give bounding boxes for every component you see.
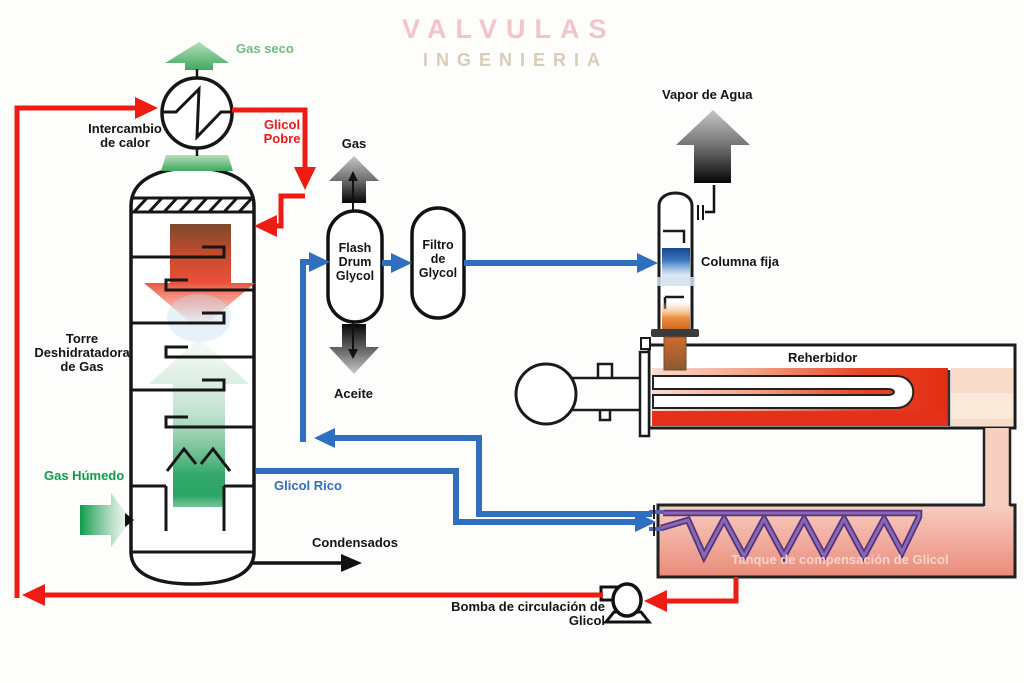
tank-shell bbox=[656, 503, 1017, 579]
gas-to-tower-arrow bbox=[161, 155, 233, 171]
pipe-tank-to-pump bbox=[644, 577, 739, 612]
glycol-down-arrow bbox=[144, 224, 255, 330]
label-intercambio: Intercambio de calor bbox=[88, 121, 162, 150]
label-torre: Torre Deshidratadora de Gas bbox=[34, 331, 130, 374]
label-gas-humedo: Gas Húmedo bbox=[44, 468, 125, 483]
label-gas-seco: Gas seco bbox=[236, 41, 294, 56]
burner-head bbox=[514, 362, 578, 426]
surge-tank bbox=[649, 428, 1017, 579]
reboiler bbox=[514, 110, 1017, 438]
exchanger-zigzag bbox=[162, 85, 232, 141]
label-tanque: Tanque de compensación de Glicol bbox=[731, 552, 949, 567]
label-aceite: Aceite bbox=[334, 386, 374, 401]
demister-band bbox=[131, 196, 254, 214]
reboiler-flange bbox=[638, 350, 651, 438]
label-condensados: Condensados bbox=[312, 535, 398, 550]
circulation-pump bbox=[599, 582, 653, 624]
firetube-bundle bbox=[652, 375, 915, 409]
vapor-nozzle-flange bbox=[697, 205, 704, 220]
vapor-line bbox=[705, 185, 716, 214]
pipe-left-riser bbox=[14, 97, 158, 598]
watermark-valvulas: VALVULAS bbox=[402, 14, 616, 44]
shell-nozzle bbox=[640, 337, 651, 350]
burner-connector bbox=[571, 362, 641, 422]
tower-trays bbox=[131, 245, 254, 554]
overflow-pipe bbox=[984, 428, 1010, 507]
heat-exchanger bbox=[160, 42, 234, 171]
label-filtro: Filtro de Glycol bbox=[418, 238, 458, 280]
column-mist-band bbox=[657, 277, 695, 286]
pipe-coil-return bbox=[314, 428, 652, 517]
pipe-glicol-pobre-inlet bbox=[254, 193, 305, 237]
label-vapor-de-agua: Vapor de Agua bbox=[662, 87, 753, 102]
gas-humedo-arrow bbox=[80, 493, 131, 547]
column-hot-zone bbox=[662, 303, 690, 330]
gas-seco-arrow bbox=[165, 42, 229, 70]
overflow-pipe-walls bbox=[982, 428, 1012, 506]
label-flash-drum: Flash Drum Glycol bbox=[335, 241, 375, 283]
pipe-tower-to-tank-coil bbox=[256, 468, 656, 532]
reboiler-hot-strip bbox=[652, 411, 948, 426]
label-reherbidor: Reherbidor bbox=[788, 350, 858, 365]
watermark-ingenieria: INGENIERIA bbox=[423, 50, 609, 70]
gas-humedo-nozzle bbox=[125, 513, 134, 527]
vapor-de-agua-arrow bbox=[676, 110, 750, 183]
flash-drum-group bbox=[326, 156, 466, 374]
label-columna-fija: Columna fija bbox=[701, 254, 780, 269]
column-cold-zone bbox=[662, 250, 690, 280]
label-bomba: Bomba de circulación de Glicol bbox=[451, 599, 605, 628]
label-glicol-pobre: Glicol Pobre bbox=[263, 117, 301, 146]
rich-glycol-piping bbox=[256, 252, 658, 532]
column-downpipe bbox=[663, 336, 687, 371]
column-bottom-flange bbox=[651, 329, 699, 337]
contact-zone-glow bbox=[167, 294, 231, 342]
pipe-glicol-pobre-down bbox=[232, 107, 316, 190]
pump-casing bbox=[611, 582, 643, 618]
dehydration-tower bbox=[80, 166, 256, 586]
lean-glycol-piping bbox=[14, 97, 739, 612]
pipe-to-flash-drum bbox=[300, 252, 330, 442]
label-gas: Gas bbox=[341, 136, 367, 151]
label-glicol-rico: Glicol Rico bbox=[274, 478, 342, 493]
reboiler-overflow-band bbox=[951, 393, 1013, 419]
heat-coil bbox=[660, 511, 921, 560]
